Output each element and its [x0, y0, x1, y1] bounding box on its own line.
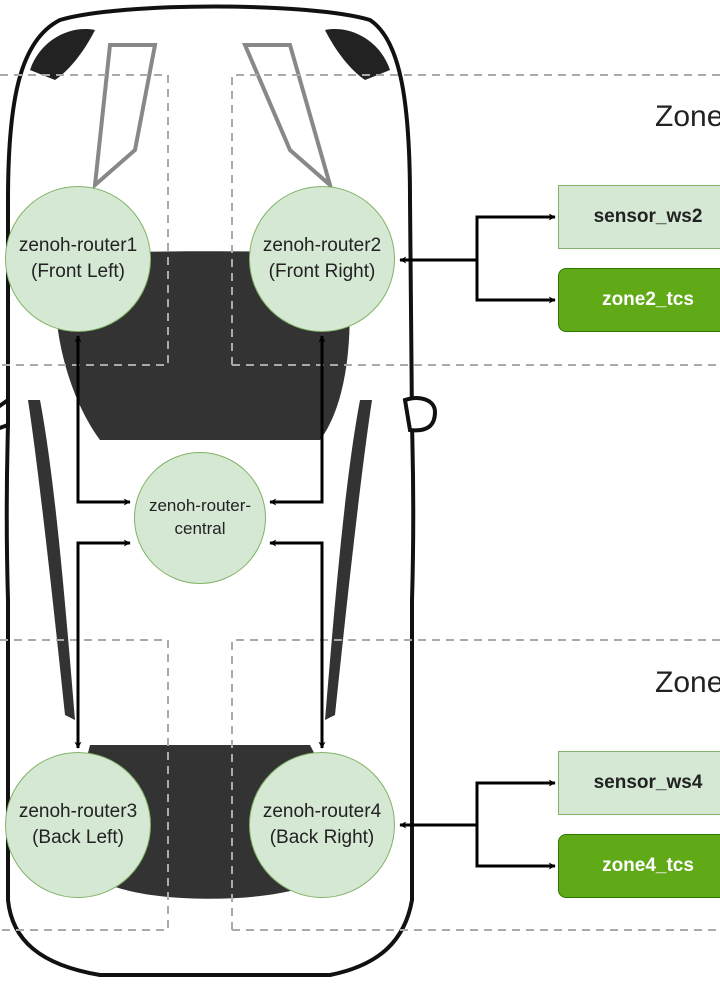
router-back-right[interactable]: zenoh-router4 (Back Right)	[249, 752, 395, 898]
router-central[interactable]: zenoh-router- central	[134, 452, 266, 584]
edge-router2-central	[269, 335, 326, 506]
router-back-right-name: zenoh-router4	[262, 801, 382, 823]
edge-router1-central	[74, 335, 131, 506]
side-mirror-left	[0, 396, 10, 430]
sensor-ws4-box[interactable]: sensor_ws4	[558, 751, 720, 815]
router-front-right[interactable]: zenoh-router2 (Front Right)	[249, 186, 395, 332]
zone-top-label: Zone	[655, 100, 720, 133]
router-front-left-position: (Front Left)	[31, 261, 125, 282]
router-back-right-position: (Back Right)	[269, 827, 375, 848]
edge-to-sensor-ws2	[475, 213, 556, 260]
edge-router3-central	[74, 539, 131, 749]
hood-vent-right	[241, 43, 334, 191]
connectors	[74, 213, 556, 870]
side-mirror-right	[402, 396, 438, 433]
edge-router4-central	[269, 539, 326, 749]
front-right-light	[325, 29, 390, 80]
zone2-tcs-box[interactable]: zone2_tcs	[558, 268, 720, 332]
router-central-position: central	[174, 519, 226, 538]
front-left-light	[30, 29, 95, 80]
top-right-zone-box	[231, 74, 720, 366]
router-back-left-name: zenoh-router3	[18, 801, 138, 823]
edge-to-zone4-tcs	[475, 825, 556, 870]
router-front-left-name: zenoh-router1	[18, 235, 138, 257]
edge-to-zone2-tcs	[475, 260, 556, 304]
edge-to-sensor-ws4	[475, 779, 556, 825]
zone-bottom-label: Zone	[655, 666, 720, 699]
bottom-right-zone-box	[231, 639, 720, 931]
sensor-ws2-box[interactable]: sensor_ws2	[558, 185, 720, 249]
router-front-left[interactable]: zenoh-router1 (Front Left)	[5, 186, 151, 332]
router-front-right-name: zenoh-router2	[262, 235, 382, 257]
zone4-tcs-box[interactable]: zone4_tcs	[558, 834, 720, 898]
router-back-left[interactable]: zenoh-router3 (Back Left)	[5, 752, 151, 898]
hood-vent-left	[92, 43, 158, 190]
router-back-left-position: (Back Left)	[32, 827, 124, 848]
router-central-name: zenoh-router-	[148, 496, 252, 516]
top-left-zone-box	[0, 74, 169, 366]
router-front-right-position: (Front Right)	[268, 261, 376, 282]
